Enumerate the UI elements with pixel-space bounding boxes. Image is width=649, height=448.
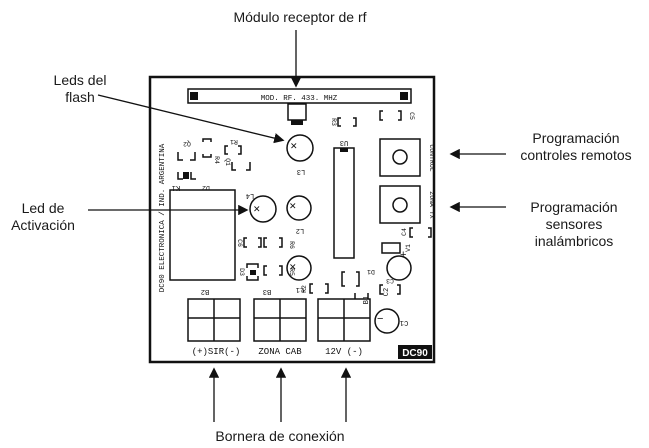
label-r5: R5 xyxy=(288,268,295,276)
label-l3: L3 xyxy=(297,167,305,175)
label-k1: K1 xyxy=(172,183,180,191)
led-l4: ✕ xyxy=(249,195,277,223)
label-r3: R3 xyxy=(330,118,337,126)
rf-module-label: MOD. RF. 433. MHZ xyxy=(261,95,338,103)
ic-u3 xyxy=(333,147,355,259)
label-c3: C3 xyxy=(386,277,394,284)
label-d3: D3 xyxy=(238,268,245,276)
label-b1: B1 xyxy=(363,296,371,304)
svg-text:✕: ✕ xyxy=(289,201,297,211)
callout-led-activacion: Led de Activación xyxy=(0,200,86,234)
regulator-v1 xyxy=(381,242,401,254)
label-l4: L4 xyxy=(246,191,254,199)
led-l1: ✕ xyxy=(286,255,312,281)
control-button: CONTROL xyxy=(379,138,435,177)
board-side-text: DC90 ELECTRONICA / IND. ARGENTINA xyxy=(159,143,167,292)
callout-prog-sensores-line1: Programación xyxy=(530,199,618,215)
label-q1: Q1 xyxy=(224,158,231,166)
svg-text:✕: ✕ xyxy=(289,262,297,272)
callout-prog-controles: Programación controles remotos xyxy=(508,130,644,164)
label-l2: L2 xyxy=(296,226,304,234)
relay-k1 xyxy=(169,189,236,281)
led-l3: ✕ xyxy=(286,134,314,162)
callout-prog-controles-line1: Programación xyxy=(532,130,620,146)
svg-text:✕: ✕ xyxy=(290,141,298,151)
label-b2: B2 xyxy=(201,287,209,295)
terminal-b2 xyxy=(187,298,241,342)
callout-leds-flash-line1: Leds del xyxy=(53,72,107,88)
callout-leds-flash-line2: flash xyxy=(65,89,95,105)
terminal-b3 xyxy=(253,298,307,342)
zona-tx-button: ZONA TX xyxy=(379,185,435,224)
label-c4: C4 xyxy=(401,228,408,236)
label-r6: R6 xyxy=(288,241,295,249)
label-q2: Q2 xyxy=(183,140,191,147)
callout-bornera: Bornera de conexión xyxy=(215,428,345,444)
callout-prog-sensores: Programación sensores inalámbricos xyxy=(508,199,640,250)
terminal-b1 xyxy=(317,298,371,342)
svg-text:✕: ✕ xyxy=(253,204,261,214)
smd-parts xyxy=(177,110,432,301)
terminal-label-zona-cab: ZONA CAB xyxy=(258,347,302,357)
label-d2: D2 xyxy=(202,184,210,191)
label-b3: B3 xyxy=(263,287,271,295)
label-l1: L1 xyxy=(296,285,304,293)
callout-rf-module: Módulo receptor de rf xyxy=(233,9,367,25)
smd-d2-body xyxy=(183,172,189,179)
brand-text: DC90 xyxy=(402,348,428,359)
svg-text:−: − xyxy=(377,313,383,325)
rf-module: MOD. RF. 433. MHZ xyxy=(187,88,412,104)
callout-prog-sensores-line2: sensores xyxy=(545,216,603,232)
label-v1: V1 xyxy=(405,244,412,252)
callout-led-activacion-line2: Activación xyxy=(11,217,75,233)
label-c5: C5 xyxy=(408,112,415,120)
label-r1: R1 xyxy=(230,138,238,145)
rf-connector xyxy=(287,103,307,125)
capacitor-c1: − xyxy=(374,308,400,334)
zona-tx-button-label: ZONA TX xyxy=(428,191,435,218)
label-r2: R2 xyxy=(301,285,308,293)
control-button-label: CONTROL xyxy=(428,144,435,171)
callout-led-activacion-line1: Led de xyxy=(21,200,65,216)
callout-leds-flash: Leds del flash xyxy=(30,72,130,106)
label-d1: D1 xyxy=(367,268,375,275)
label-r4: R4 xyxy=(213,156,220,164)
smd-d3-body xyxy=(250,270,256,275)
brand-badge: DC90 xyxy=(398,345,432,359)
label-c1: C1 xyxy=(400,318,408,326)
led-l2: ✕ xyxy=(286,195,312,221)
terminal-label-sir: (+)SIR(-) xyxy=(192,347,241,357)
label-c2: C2 xyxy=(383,288,391,296)
svg-text:+: + xyxy=(400,249,406,261)
label-c6: C6 xyxy=(236,239,243,247)
callout-prog-controles-line2: controles remotos xyxy=(520,147,632,163)
label-u3: U3 xyxy=(340,138,348,146)
terminal-label-12v: 12V (-) xyxy=(325,347,363,357)
callout-prog-sensores-line3: inalámbricos xyxy=(534,233,614,249)
capacitor-c2: + xyxy=(386,249,412,281)
arrow-leds-flash xyxy=(97,94,285,144)
